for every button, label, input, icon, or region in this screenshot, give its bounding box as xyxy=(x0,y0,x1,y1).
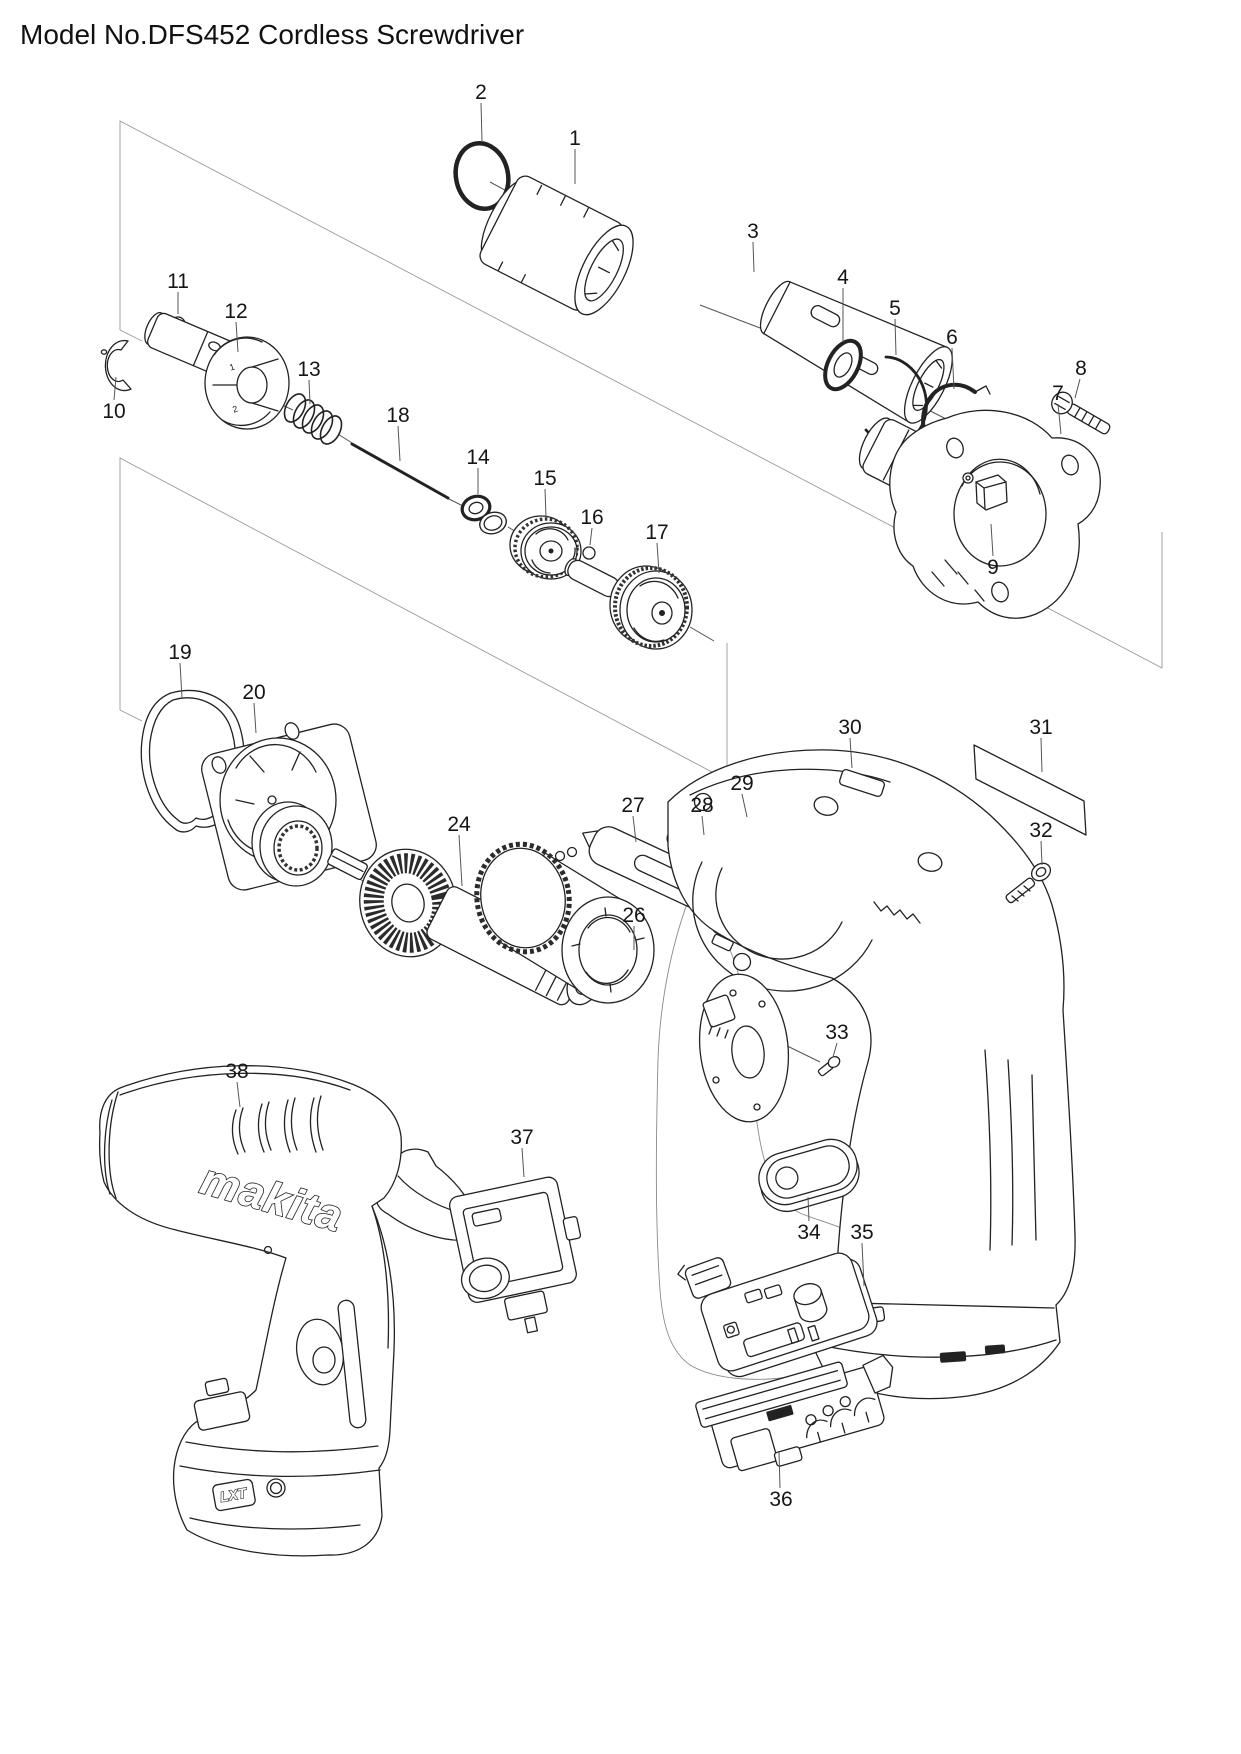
part-label-27: 27 xyxy=(621,794,644,817)
boundary-panel-upper xyxy=(119,120,1163,669)
part-drawing-housing-cover-20 xyxy=(201,722,377,891)
part-drawing-cube-9 xyxy=(975,474,1008,511)
part-drawing-nameplate-31 xyxy=(973,744,1087,836)
part-label-10: 10 xyxy=(102,400,125,423)
part-drawing-sleeve-1 xyxy=(479,175,634,316)
part-drawing-ball-16 xyxy=(582,546,596,560)
part-label-38: 38 xyxy=(225,1060,248,1083)
boundary-panel-lower xyxy=(119,457,728,781)
part-label-8: 8 xyxy=(1075,357,1087,380)
clutch-dial-mark-2: 2 xyxy=(231,404,239,415)
part-label-4: 4 xyxy=(837,266,849,289)
part-label-35: 35 xyxy=(850,1221,873,1244)
part-drawing-housing-left-38: makita LXT xyxy=(98,1065,402,1557)
part-label-11: 11 xyxy=(167,270,189,293)
part-drawing-terminal-block-36 xyxy=(695,1354,894,1472)
part-drawing-stator-26 xyxy=(474,841,655,1004)
part-drawing-pin-18 xyxy=(350,442,450,500)
part-label-16: 16 xyxy=(580,506,603,529)
part-label-13: 13 xyxy=(297,358,320,381)
part-label-7: 7 xyxy=(1052,382,1064,405)
part-label-26: 26 xyxy=(622,904,645,927)
clutch-dial-mark-1: 1 xyxy=(228,362,236,373)
boundary-tick-2 xyxy=(119,709,143,722)
part-drawing-spindle-12: 1 2 xyxy=(144,312,290,430)
part-label-6: 6 xyxy=(946,326,958,349)
part-label-17: 17 xyxy=(645,521,668,544)
part-label-36: 36 xyxy=(769,1488,792,1511)
leader-lines xyxy=(113,102,1081,1489)
part-label-19: 19 xyxy=(168,641,191,664)
part-label-12: 12 xyxy=(224,300,247,323)
part-drawing-oring-2 xyxy=(453,141,511,211)
boundary-tick-1 xyxy=(119,329,143,342)
part-drawing-screw-32 xyxy=(1005,862,1052,904)
part-label-2: 2 xyxy=(475,81,487,104)
part-drawing-bushing-10 xyxy=(100,339,132,392)
part-number-labels: 1 2 3 4 5 6 7 8 9 10 11 12 13 14 15 16 1… xyxy=(102,81,1087,1511)
part-label-14: 14 xyxy=(466,446,490,469)
part-drawing-screw-8 xyxy=(1051,391,1111,435)
part-drawing-spring-13 xyxy=(283,393,343,445)
part-label-34: 34 xyxy=(797,1221,821,1244)
part-label-32: 32 xyxy=(1029,819,1052,842)
part-label-20: 20 xyxy=(242,681,265,704)
part-label-1: 1 xyxy=(569,127,581,150)
part-drawing-switch-37 xyxy=(375,1148,582,1334)
part-label-33: 33 xyxy=(825,1021,848,1044)
part-label-15: 15 xyxy=(533,467,556,490)
part-label-5: 5 xyxy=(889,297,901,320)
page-title: Model No.DFS452 Cordless Screwdriver xyxy=(20,19,524,50)
part-drawing-screw-33 xyxy=(817,1056,841,1077)
part-drawing-bearing-4 xyxy=(823,338,863,392)
part-drawing-gear-17 xyxy=(564,558,693,650)
part-label-28: 28 xyxy=(690,794,713,817)
part-label-24: 24 xyxy=(447,813,471,836)
part-label-3: 3 xyxy=(747,220,759,243)
part-label-30: 30 xyxy=(838,716,861,739)
part-drawing-oval-cap-34 xyxy=(758,1138,860,1212)
part-drawing-gasket-19 xyxy=(140,689,245,833)
part-drawing-gear-case-7 xyxy=(858,409,1101,619)
part-label-31: 31 xyxy=(1029,716,1052,739)
part-label-9: 9 xyxy=(987,556,999,579)
part-drawing-washers-14 xyxy=(460,494,507,535)
lxt-badge: LXT xyxy=(219,1484,249,1505)
part-label-18: 18 xyxy=(386,404,409,427)
group-boundary-panels xyxy=(119,120,1163,781)
part-drawing-sensor-plate xyxy=(698,973,790,1123)
part-label-29: 29 xyxy=(730,772,753,795)
part-label-37: 37 xyxy=(510,1126,533,1149)
part-drawing-controller xyxy=(677,1252,878,1378)
